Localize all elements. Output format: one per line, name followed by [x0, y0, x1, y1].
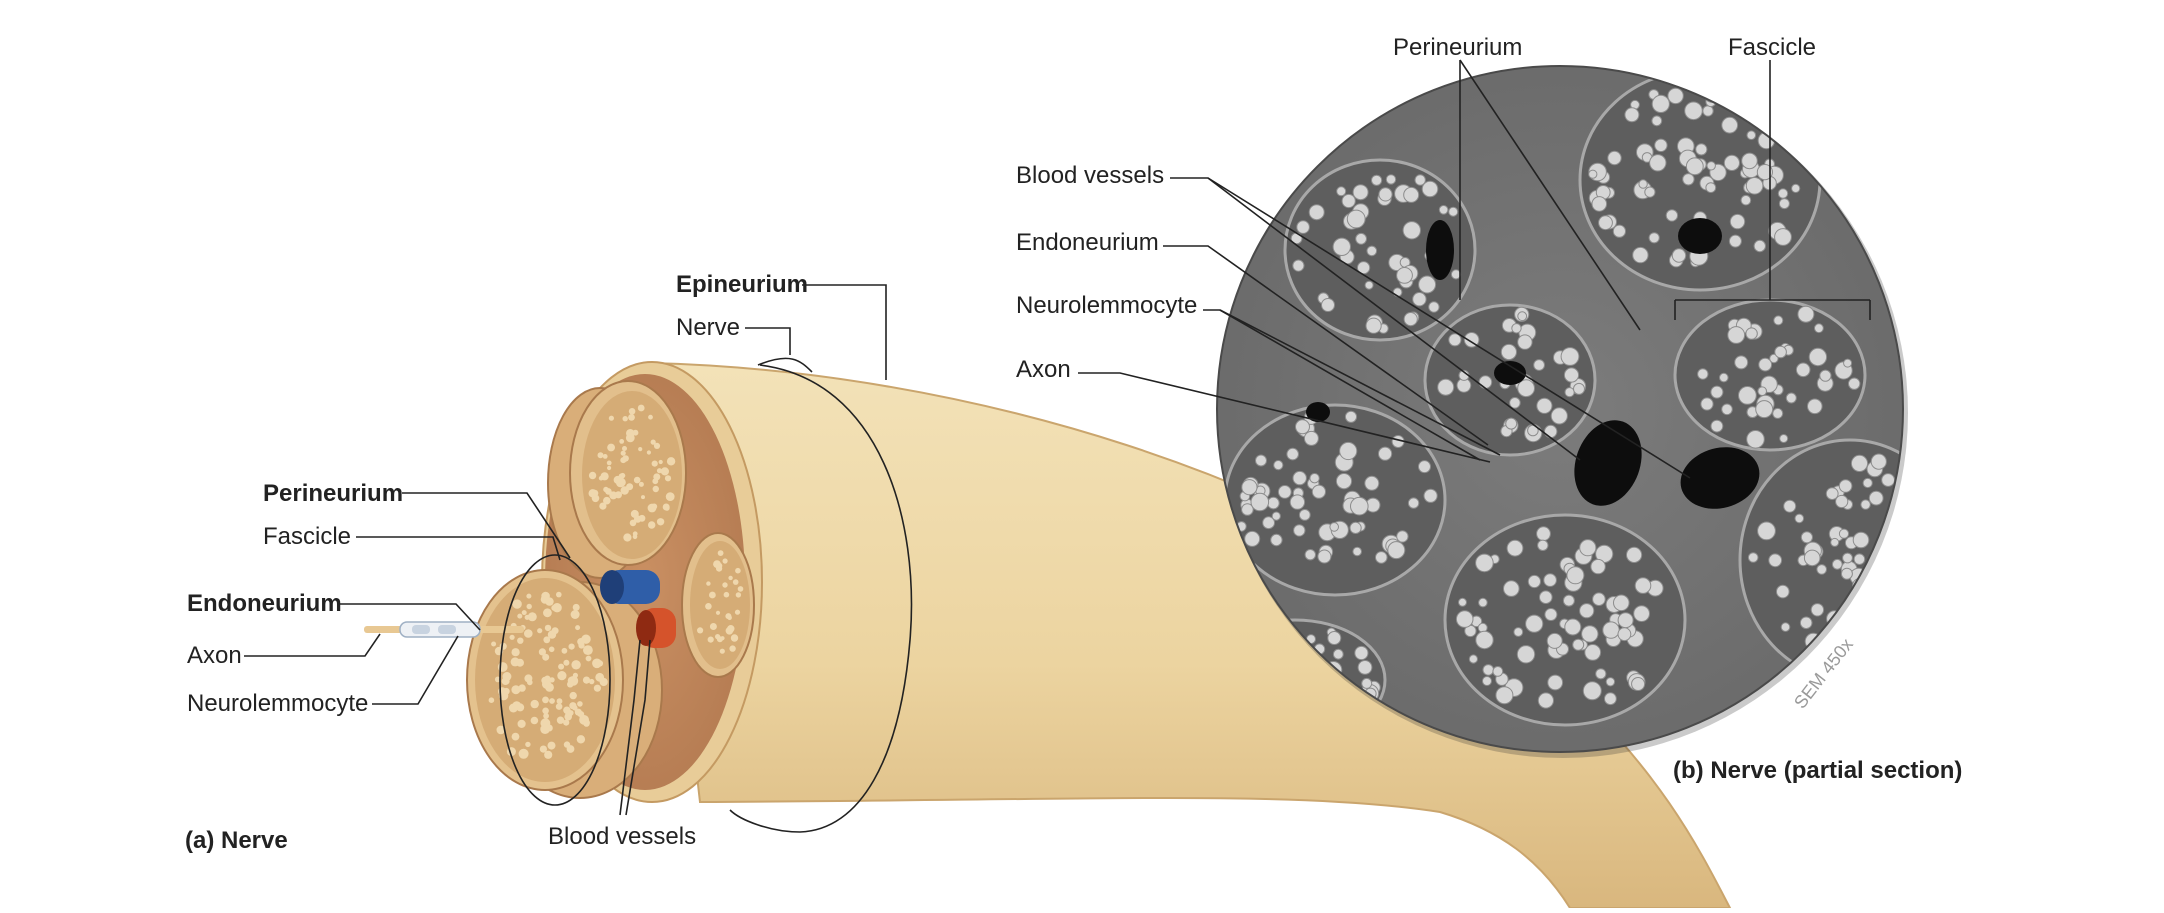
blood-vessel-artery: [636, 608, 676, 648]
label-perineurium-a: Perineurium: [263, 480, 404, 507]
label-axon-b: Axon: [1016, 356, 1071, 383]
label-neurolemmocyte-a: Neurolemmocyte: [187, 690, 369, 717]
sem-blood-vessels: [1306, 218, 1760, 509]
label-axon-a: Axon: [187, 642, 242, 669]
label-epineurium: Epineurium: [676, 271, 809, 298]
caption-b: (b) Nerve (partial section): [1673, 757, 1963, 784]
fascicle-right: [681, 532, 755, 678]
label-fascicle-b: Fascicle: [1728, 34, 1817, 61]
label-neurolemmocyte-b: Neurolemmocyte: [1016, 292, 1198, 319]
label-endoneurium-a: Endoneurium: [187, 590, 342, 617]
leader-lines-a: [244, 284, 887, 816]
leader-lines-b: [1078, 59, 1871, 479]
label-nerve: Nerve: [676, 314, 741, 341]
label-blood-vessels-b: Blood vessels: [1016, 162, 1165, 189]
axon-strand: [364, 621, 524, 638]
label-blood-vessels-a: Blood vessels: [548, 823, 697, 850]
label-endoneurium-b: Endoneurium: [1016, 229, 1159, 256]
fascicle-upper: [547, 380, 687, 579]
sheath-outlines: [499, 357, 913, 833]
nerve-sheath: [648, 361, 1732, 909]
blood-vessel-vein: [600, 570, 660, 604]
label-fascicle-a: Fascicle: [263, 523, 352, 550]
caption-a: (a) Nerve: [185, 827, 288, 854]
label-perineurium-b: Perineurium: [1393, 34, 1523, 61]
